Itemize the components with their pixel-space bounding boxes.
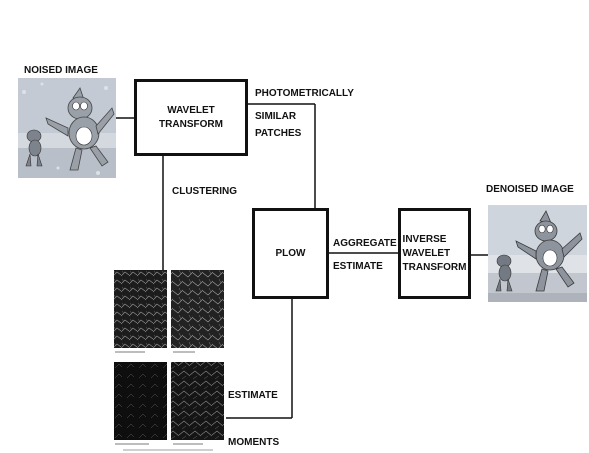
denoised-image [488,205,587,302]
similar-label: SIMILAR [255,111,297,122]
denoised-image-label: DENOISED IMAGE [486,184,574,195]
clustering-panels [113,270,225,453]
patches-label: PATCHES [255,128,302,139]
photometrically-label: PHOTOMETRICALLY [255,88,354,99]
cluster-tile-3 [114,362,167,440]
inverse-box-line3: TRANSFORM [402,261,467,273]
estimate-right-label: ESTIMATE [333,261,383,272]
cluster-tile-1 [114,270,167,348]
cluster-tile-4 [171,362,224,440]
noised-image-label: NOISED IMAGE [24,65,98,76]
wavelet-box-line2: TRANSFORM [159,118,223,130]
noised-image [18,78,116,178]
inverse-box-line2: WAVELET [402,247,451,259]
wavelet-box-line1: WAVELET [167,104,215,116]
wavelet-transform-box: WAVELET TRANSFORM [134,79,248,156]
plow-box: PLOW [252,208,329,299]
inverse-wavelet-transform-box: INVERSE WAVELET TRANSFORM [398,208,471,299]
inverse-box-line1: INVERSE [402,233,447,245]
estimate-bottom-label: ESTIMATE [228,390,278,401]
moments-label: MOMENTS [228,437,280,448]
plow-box-label: PLOW [275,247,306,259]
clustering-label: CLUSTERING [172,186,237,197]
aggregate-label: AGGREGATE [333,238,397,249]
cluster-tile-2 [171,270,224,348]
